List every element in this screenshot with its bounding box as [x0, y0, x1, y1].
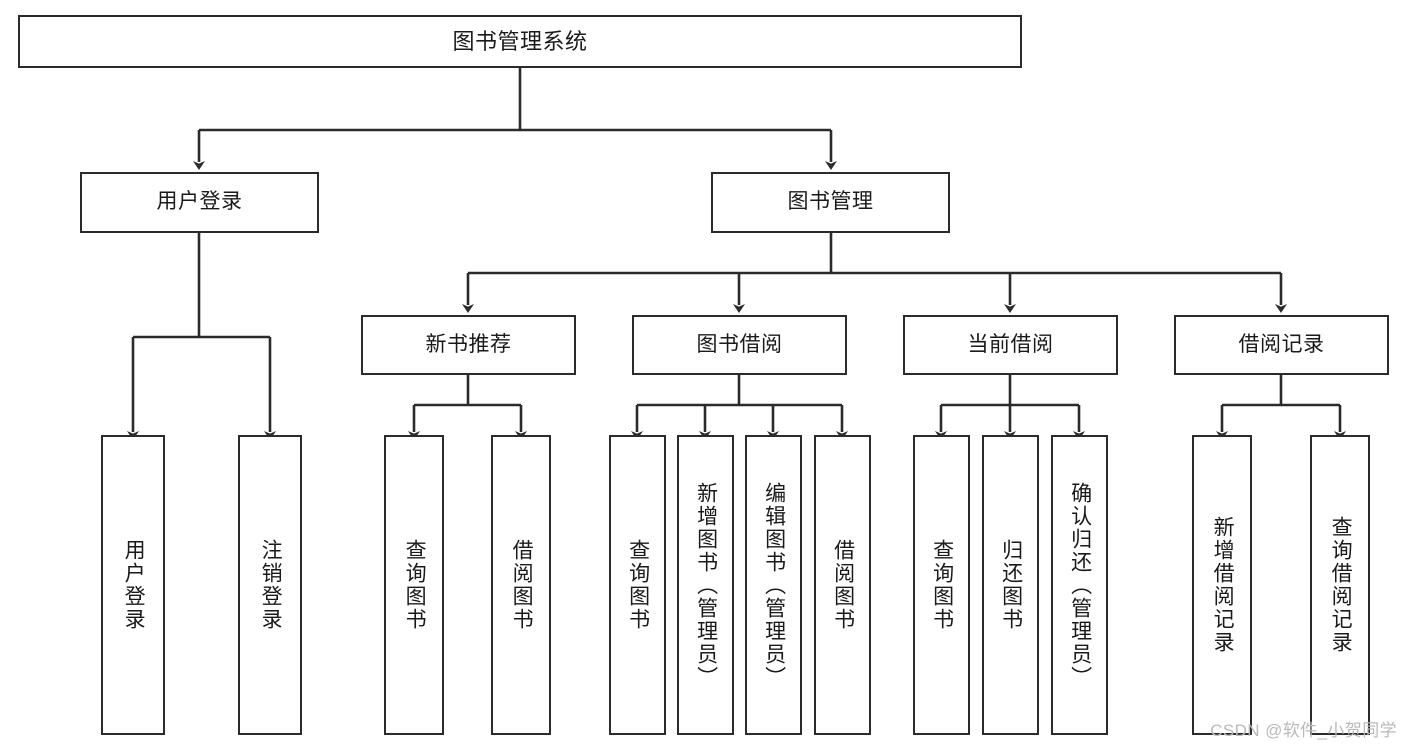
node-label: 图书管理系统	[452, 28, 588, 54]
leaf-current-borrow-return-book[interactable]: 归还图书	[982, 435, 1039, 735]
node-label: 新书推荐	[425, 332, 512, 356]
leaf-new-book-borrow-book[interactable]: 借阅图书	[491, 435, 551, 735]
node-user-login[interactable]: 用户登录	[80, 172, 319, 233]
leaf-borrow-record-query-record[interactable]: 查询借阅记录	[1310, 435, 1370, 735]
leaf-current-borrow-confirm-return-admin[interactable]: 确认归还（管理员）	[1051, 435, 1108, 735]
node-label: 新增图书（管理员）	[694, 481, 718, 689]
node-label: 当前借阅	[967, 332, 1054, 356]
node-label: 借阅图书	[831, 539, 855, 631]
leaf-user-login-logout[interactable]: 注销登录	[238, 435, 302, 735]
node-label: 编辑图书（管理员）	[762, 481, 786, 689]
node-label: 归还图书	[999, 539, 1023, 631]
node-label: 借阅记录	[1238, 332, 1325, 356]
csdn-watermark: CSDN @软件_小贺同学	[1210, 721, 1397, 740]
node-borrow-record[interactable]: 借阅记录	[1174, 315, 1389, 375]
leaf-current-borrow-query-book[interactable]: 查询图书	[913, 435, 970, 735]
node-label: 查询借阅记录	[1329, 516, 1353, 654]
leaf-new-book-query-book[interactable]: 查询图书	[384, 435, 444, 735]
node-label: 用户登录	[156, 190, 243, 214]
node-label: 新增借阅记录	[1211, 516, 1235, 654]
leaf-book-borrow-borrow-book[interactable]: 借阅图书	[814, 435, 871, 735]
node-label: 查询图书	[626, 539, 650, 631]
leaf-book-borrow-query-book[interactable]: 查询图书	[609, 435, 666, 735]
node-label: 借阅图书	[510, 539, 534, 631]
node-label: 确认归还（管理员）	[1068, 481, 1092, 689]
leaf-book-borrow-add-book-admin[interactable]: 新增图书（管理员）	[677, 435, 734, 735]
leaf-user-login-login[interactable]: 用户登录	[101, 435, 165, 735]
node-label: 用户登录	[122, 539, 146, 631]
node-new-book-recommend[interactable]: 新书推荐	[361, 315, 576, 375]
node-label: 查询图书	[930, 539, 954, 631]
node-label: 图书管理	[787, 190, 874, 214]
node-book-borrow[interactable]: 图书借阅	[632, 315, 847, 375]
leaf-borrow-record-add-record[interactable]: 新增借阅记录	[1192, 435, 1252, 735]
leaf-book-borrow-edit-book-admin[interactable]: 编辑图书（管理员）	[745, 435, 802, 735]
node-label: 图书借阅	[696, 332, 783, 356]
node-label: 查询图书	[403, 539, 427, 631]
node-current-borrow[interactable]: 当前借阅	[903, 315, 1118, 375]
node-book-management[interactable]: 图书管理	[711, 172, 950, 233]
node-label: 注销登录	[259, 539, 283, 631]
node-root-book-management-system[interactable]: 图书管理系统	[18, 15, 1022, 68]
